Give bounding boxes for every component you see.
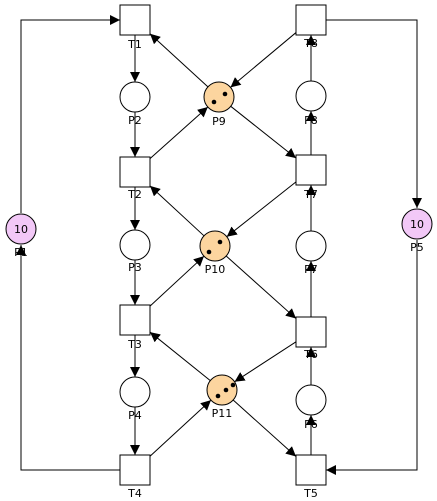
label-t7: T7 <box>303 188 318 201</box>
place-p7[interactable] <box>295 230 327 262</box>
arc-p1-t1 <box>20 15 120 213</box>
token-dot <box>230 382 236 388</box>
place-p10[interactable] <box>199 230 231 262</box>
arc-t4-p11 <box>149 399 212 457</box>
token-dot <box>222 91 228 97</box>
arc-t8-p9 <box>230 32 297 88</box>
transition-t5[interactable] <box>295 454 327 486</box>
label-p4: P4 <box>128 409 142 422</box>
token-count-p1: 10 <box>14 223 28 236</box>
arc-t6-p11 <box>234 341 297 383</box>
label-p8: P8 <box>304 114 318 127</box>
place-p8[interactable] <box>295 80 327 112</box>
place-p3[interactable] <box>119 229 151 261</box>
label-t1: T1 <box>127 38 142 51</box>
arc-p5-t5 <box>326 240 418 475</box>
arc-t4-p1 <box>16 245 120 471</box>
place-p11[interactable] <box>206 374 238 406</box>
token-dot <box>217 239 223 245</box>
transition-t4[interactable] <box>119 454 151 486</box>
arc-t8-p5 <box>326 19 422 208</box>
label-t4: T4 <box>127 487 142 500</box>
label-p2: P2 <box>128 114 142 127</box>
label-t5: T5 <box>303 487 318 500</box>
token-dot <box>211 99 217 105</box>
label-p5: P5 <box>410 241 424 254</box>
label-p9: P9 <box>212 115 226 128</box>
transition-t3[interactable] <box>119 304 151 336</box>
label-p6: P6 <box>304 418 318 431</box>
label-p3: P3 <box>128 261 142 274</box>
place-p4[interactable] <box>119 376 151 408</box>
place-p2[interactable] <box>119 81 151 113</box>
transition-t7[interactable] <box>295 154 327 186</box>
label-t3: T3 <box>127 338 142 351</box>
token-count-p5: 10 <box>410 218 424 231</box>
arc-p10-t6 <box>225 255 297 319</box>
place-p6[interactable] <box>295 384 327 416</box>
arc-t3-p10 <box>149 255 205 307</box>
label-p1: P1 <box>14 246 28 259</box>
arc-p11-t3 <box>149 331 211 381</box>
arc-p11-t5 <box>232 399 297 457</box>
place-p1[interactable] <box>5 213 37 245</box>
transition-t8[interactable] <box>295 4 327 36</box>
nodes: 10 10 <box>5 4 433 486</box>
place-p9[interactable] <box>203 81 235 113</box>
token-dot <box>215 393 221 399</box>
place-p5[interactable] <box>401 208 433 240</box>
arc-p10-t2 <box>149 185 205 237</box>
arc-t7-p10 <box>226 181 297 238</box>
label-p7: P7 <box>304 263 318 276</box>
arc-p9-t7 <box>230 105 297 159</box>
transition-t6[interactable] <box>295 316 327 348</box>
label-p11: P11 <box>212 407 233 420</box>
label-t6: T6 <box>303 348 318 361</box>
arcs <box>16 15 422 475</box>
transition-t2[interactable] <box>119 156 151 188</box>
transition-t1[interactable] <box>119 4 151 36</box>
token-dot <box>223 387 229 393</box>
token-dot <box>206 249 212 255</box>
arc-p9-t1 <box>149 33 209 88</box>
arc-t2-p9 <box>149 106 209 159</box>
label-t2: T2 <box>127 188 142 201</box>
label-t8: T8 <box>303 37 318 50</box>
label-p10: P10 <box>205 263 226 276</box>
